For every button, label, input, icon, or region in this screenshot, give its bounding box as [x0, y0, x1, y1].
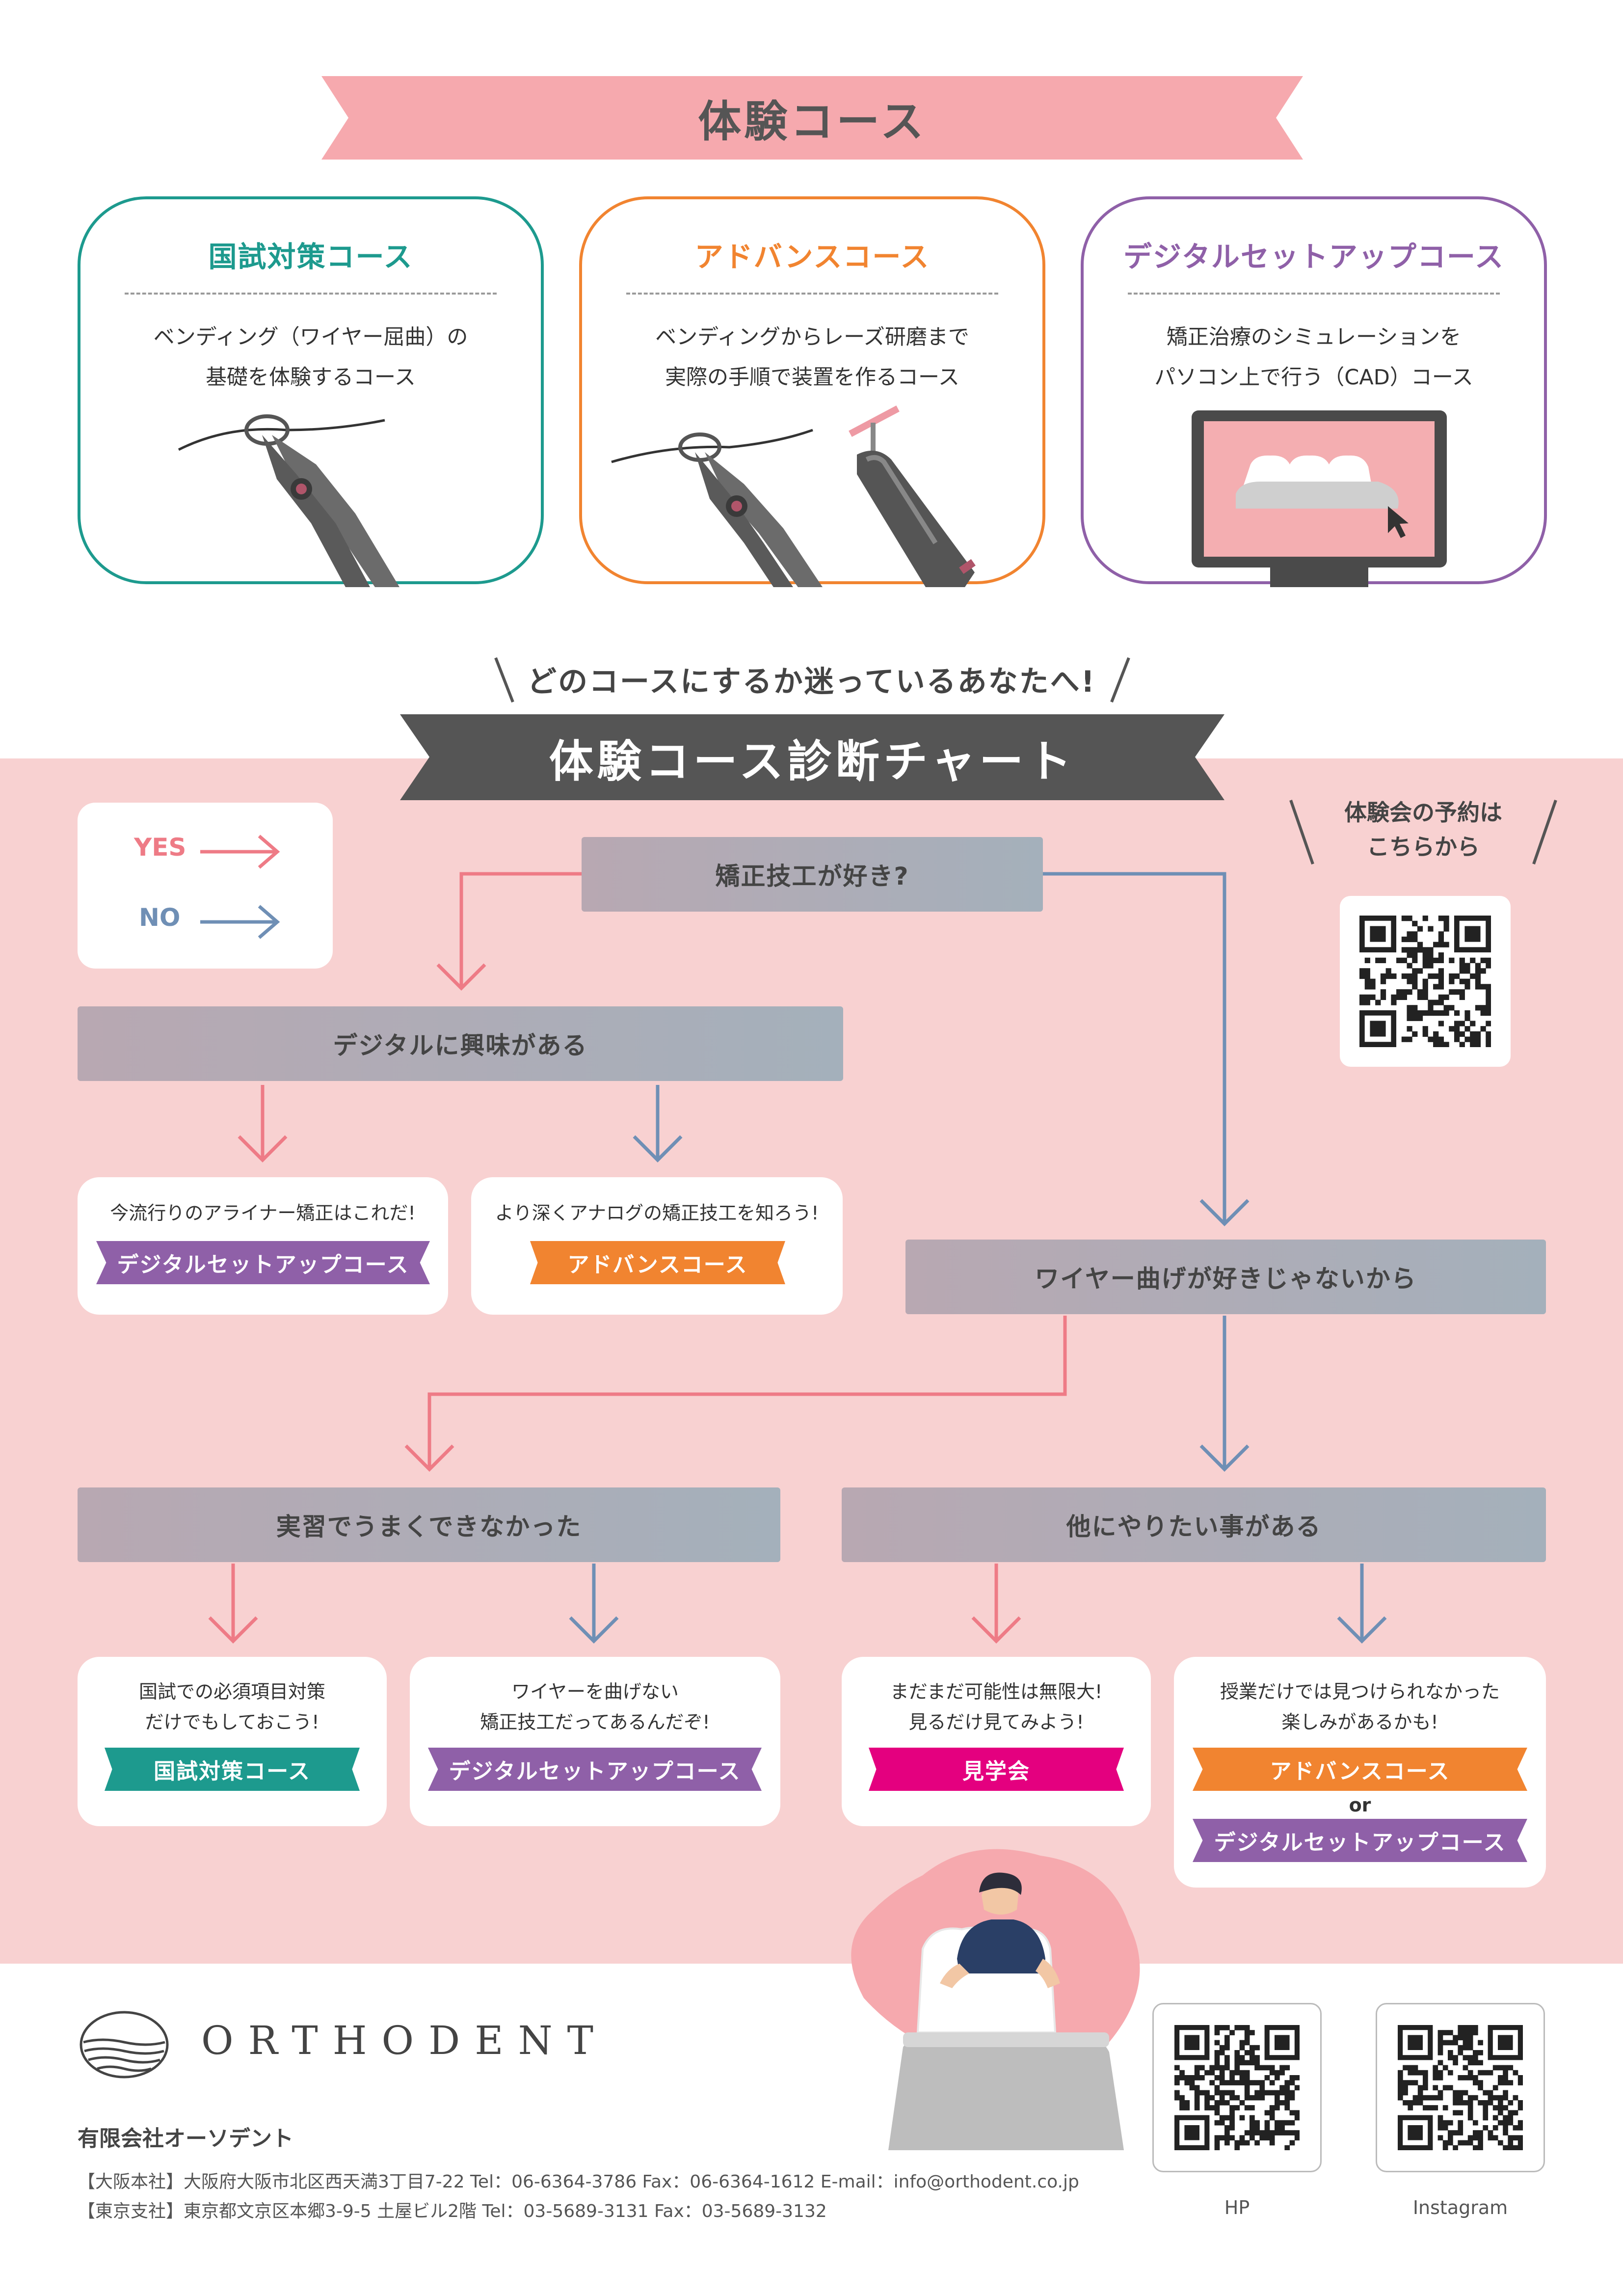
legend-yes-label: YES	[134, 833, 186, 862]
course-description: ベンディングからレーズ研磨まで 実際の手順で装置を作るコース	[655, 325, 969, 390]
course-description: ベンディング（ワイヤー屈曲）の 基礎を体験するコース	[153, 325, 468, 390]
chart-title-ribbon: 体験コース診断チャート	[400, 714, 1224, 800]
hp-qr-label: HP	[1224, 2197, 1250, 2218]
result-badge-advance[interactable]: アドバンスコース	[530, 1241, 785, 1284]
page-title: 体験コース	[698, 96, 927, 147]
course-description: 矯正治療のシミュレーションを パソコン上で行う（CAD）コース	[1154, 325, 1473, 390]
question-practice-failed: 実習でうまくできなかった	[78, 1487, 780, 1562]
question-digital-interest: デジタルに興味がある	[78, 1006, 843, 1081]
instagram-qr-card[interactable]	[1376, 2003, 1545, 2172]
or-label: or	[1349, 1794, 1371, 1816]
chart-title: 体験コース診断チャート	[549, 735, 1076, 787]
question-other-interests: 他にやりたい事がある	[842, 1487, 1546, 1562]
divider	[626, 293, 998, 295]
company-name: 有限会社オーソデント	[78, 2126, 293, 2151]
qr-code-icon[interactable]	[1359, 916, 1491, 1047]
result-card-kokushi: 国試での必須項目対策 だけでもしておこう! 国試対策コース	[78, 1657, 387, 1826]
course-card-digital: デジタルセットアップコース 矯正治療のシミュレーションを パソコン上で行う（CA…	[1081, 196, 1547, 587]
result-text: より深くアナログの矯正技工を知ろう!	[495, 1202, 819, 1224]
hp-qr-card[interactable]	[1152, 2003, 1322, 2172]
ribbon-shape	[321, 76, 1303, 160]
course-title: デジタルセットアップコース	[1123, 240, 1504, 273]
result-badge-advance[interactable]: アドバンスコース	[1193, 1748, 1527, 1791]
result-card-visit: まだまだ可能性は無限大! 見るだけ見てみよう! 見学会	[842, 1657, 1151, 1826]
result-text: 今流行りのアライナー矯正はこれだ!	[110, 1202, 416, 1224]
header-ribbon: 体験コース	[321, 76, 1303, 160]
divider	[125, 293, 497, 295]
result-text: 授業だけでは見つけられなかった 楽しみがあるかも!	[1220, 1681, 1500, 1733]
slash-right-decoration	[1532, 800, 1557, 864]
course-title: アドバンスコース	[694, 240, 930, 273]
result-badge-visit[interactable]: 見学会	[869, 1748, 1124, 1791]
course-card-advance: アドバンスコース ベンディングからレーズ研磨まで 実際の手順で装置を作るコース	[579, 196, 1045, 587]
result-badge-digital[interactable]: デジタルセットアップコース	[428, 1748, 762, 1791]
computer-monitor-teeth-icon	[1192, 410, 1447, 587]
slash-left-decoration	[494, 657, 514, 703]
result-badge-kokushi[interactable]: 国試対策コース	[105, 1748, 360, 1791]
slash-left-decoration	[1289, 800, 1314, 864]
qr-code-icon[interactable]	[1398, 2025, 1523, 2150]
arrow-right-icon	[200, 905, 280, 939]
arrow-right-icon	[200, 835, 280, 869]
pliers-wire-icon	[178, 414, 399, 587]
result-card-analog: より深くアナログの矯正技工を知ろう! アドバンスコース	[471, 1177, 843, 1315]
result-text: 国試での必須項目対策 だけでもしておこう!	[138, 1681, 325, 1733]
divider	[1128, 293, 1500, 295]
result-text: ワイヤーを曲げない 矯正技工だってあるんだぞ!	[480, 1681, 710, 1733]
qr-code-icon[interactable]	[1174, 2025, 1300, 2150]
question-like-orthodontics: 矯正技工が好き?	[582, 837, 1043, 912]
legend-no-label: NO	[139, 903, 181, 932]
legend: YES NO	[78, 803, 333, 969]
result-badge-digital[interactable]: デジタルセットアップコース	[1193, 1819, 1527, 1862]
tokyo-office-address: 【東京支社】東京都文京区本郷3-9-5 土屋ビル2階 Tel：03-5689-3…	[78, 2201, 827, 2221]
question-dislike-wire-bending: ワイヤー曲げが好きじゃないから	[905, 1240, 1546, 1314]
brand-name: ORTHODENT	[201, 2018, 609, 2063]
result-badge-digital[interactable]: デジタルセットアップコース	[96, 1241, 430, 1284]
reservation-qr-card[interactable]	[1340, 896, 1511, 1067]
course-title: 国試対策コース	[208, 240, 413, 273]
chart-subtitle: どのコースにするか迷っているあなたへ!	[527, 665, 1096, 699]
result-card-discover: 授業だけでは見つけられなかった 楽しみがあるかも! アドバンスコース or デジ…	[1174, 1657, 1546, 1888]
result-text: まだまだ可能性は無限大! 見るだけ見てみよう!	[890, 1681, 1103, 1733]
osaka-office-address: 【大阪本社】大阪府大阪市北区西天満3丁目7-22 Tel：06-6364-378…	[78, 2172, 1079, 2192]
instagram-qr-label: Instagram	[1412, 2197, 1508, 2218]
orthodent-logo-icon	[80, 2011, 169, 2079]
result-card-aligner: 今流行りのアライナー矯正はこれだ! デジタルセットアップコース	[78, 1177, 448, 1315]
result-card-no-wire: ワイヤーを曲げない 矯正技工だってあるんだぞ! デジタルセットアップコース	[410, 1657, 780, 1826]
course-card-kokushi: 国試対策コース ベンディング（ワイヤー屈曲）の 基礎を体験するコース	[78, 196, 544, 587]
reservation-text: 体験会の予約は こちらから	[1344, 799, 1502, 860]
ribbon-shape	[400, 714, 1224, 800]
slash-right-decoration	[1110, 657, 1130, 703]
student-illustration	[851, 1849, 1140, 2150]
pliers-and-grinder-icon	[611, 405, 976, 587]
